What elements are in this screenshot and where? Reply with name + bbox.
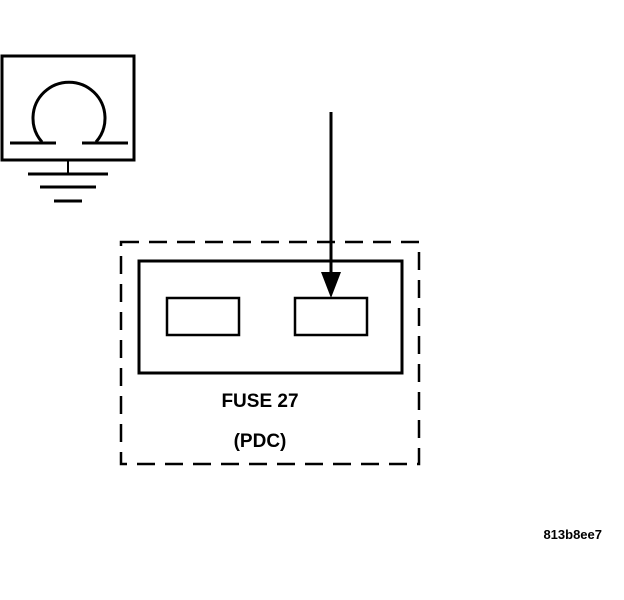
fuse-terminal-right bbox=[293, 296, 369, 337]
fuse-name-label: FUSE 27 bbox=[221, 391, 299, 412]
fuse-location-label: (PDC) bbox=[233, 431, 287, 452]
arrow-head-icon bbox=[321, 272, 341, 298]
fuse-27 bbox=[137, 259, 404, 375]
figure-id: 813b8ee7 bbox=[543, 527, 602, 542]
ground-icon bbox=[28, 160, 108, 203]
pdc-dashed-outline bbox=[119, 240, 421, 466]
test-probe-arrow bbox=[321, 112, 341, 298]
ohm-symbol-icon bbox=[31, 80, 107, 143]
ohmmeter bbox=[0, 54, 136, 162]
fuse-body bbox=[137, 259, 404, 375]
fuse-terminal-left bbox=[165, 296, 241, 337]
